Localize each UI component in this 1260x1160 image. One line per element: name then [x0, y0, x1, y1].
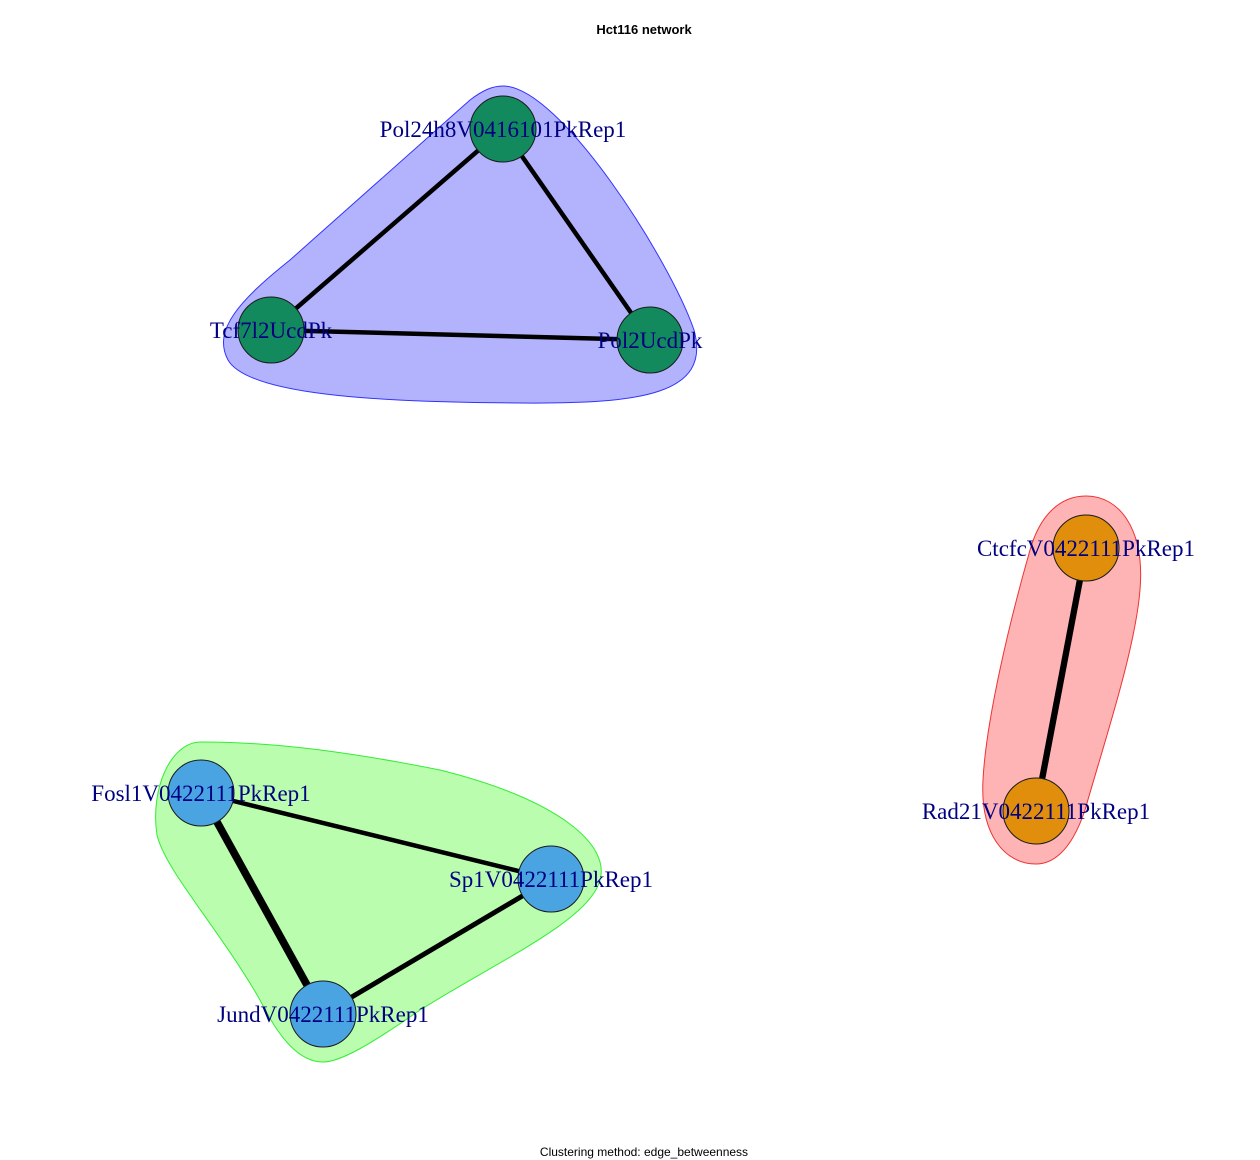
node-label-Pol2UcdPk: Pol2UcdPk [598, 328, 703, 353]
node-label-Pol24h8V0416101PkRep1: Pol24h8V0416101PkRep1 [380, 117, 627, 142]
network-edges [197, 127, 1090, 1017]
node-CtcfcV0422111PkRep1[interactable] [1052, 514, 1120, 582]
node-Pol2UcdPk[interactable] [616, 306, 684, 374]
plot-title: Hct116 network [596, 22, 692, 37]
node-label-JundV0422111PkRep1: JundV0422111PkRep1 [217, 1002, 429, 1027]
cluster-3-hull [155, 741, 602, 1063]
edge-Tcf7l2UcdPk-Pol2UcdPk [270, 327, 651, 343]
cluster-hulls [155, 85, 1142, 1063]
node-Fosl1V0422111PkRep1[interactable] [167, 759, 235, 827]
network-nodes [167, 95, 1120, 1048]
edge-CtcfcV0422111PkRep1-Rad21V0422111PkRep1 [1032, 547, 1090, 812]
edge-Pol24h8V0416101PkRep1-Pol2UcdPk [501, 127, 652, 342]
node-label-Tcf7l2UcdPk: Tcf7l2UcdPk [210, 318, 333, 343]
node-Sp1V0422111PkRep1[interactable] [517, 845, 585, 913]
edge-Pol24h8V0416101PkRep1-Tcf7l2UcdPk [269, 127, 505, 332]
node-label-Sp1V0422111PkRep1: Sp1V0422111PkRep1 [449, 867, 653, 892]
edge-Fosl1V0422111PkRep1-JundV0422111PkRep1 [197, 791, 327, 1016]
node-label-Fosl1V0422111PkRep1: Fosl1V0422111PkRep1 [91, 781, 310, 806]
plot-subtitle: Clustering method: edge_betweenness [539, 1145, 749, 1159]
node-Rad21V0422111PkRep1[interactable] [1002, 777, 1070, 845]
node-Tcf7l2UcdPk[interactable] [237, 296, 305, 364]
cluster-1-hull [223, 85, 698, 404]
edge-Sp1V0422111PkRep1-JundV0422111PkRep1 [321, 876, 553, 1017]
node-label-Rad21V0422111PkRep1: Rad21V0422111PkRep1 [922, 799, 1150, 824]
edge-Fosl1V0422111PkRep1-Sp1V0422111PkRep1 [200, 790, 552, 882]
node-Pol24h8V0416101PkRep1[interactable] [469, 95, 537, 163]
node-JundV0422111PkRep1[interactable] [289, 980, 357, 1048]
node-label-CtcfcV0422111PkRep1: CtcfcV0422111PkRep1 [977, 536, 1195, 561]
